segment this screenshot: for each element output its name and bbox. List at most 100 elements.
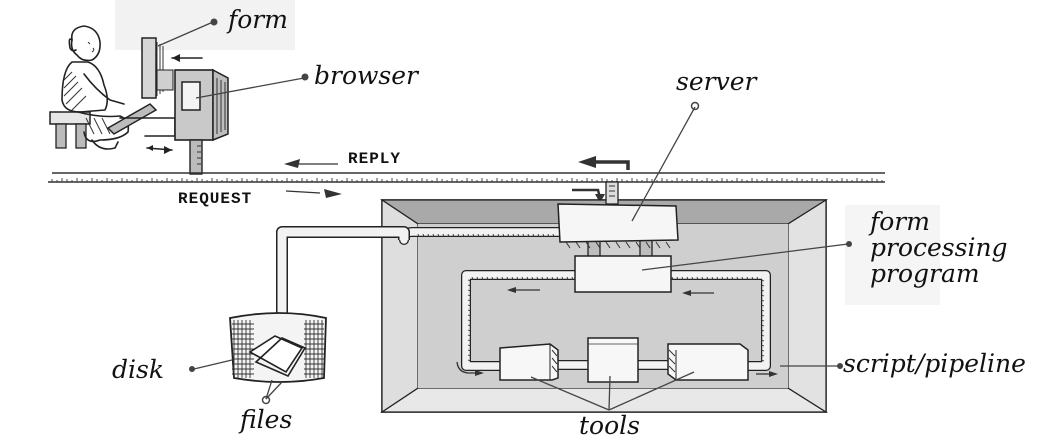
- disk-icon: [229, 312, 327, 383]
- flow-arrow-in-icon: [456, 361, 484, 376]
- pipe-tick: [760, 339, 765, 342]
- pipe-tick: [741, 276, 744, 281]
- pipe-tick: [527, 233, 530, 238]
- pipe-tick: [571, 276, 574, 281]
- leader-fpp: [641, 241, 852, 271]
- label-fpp-line2: processing: [870, 233, 1008, 262]
- pipe-tick: [760, 319, 765, 322]
- label-fpp-line1: form: [868, 207, 930, 236]
- pipe-tick: [491, 276, 494, 281]
- pipe-tick: [471, 276, 474, 281]
- pipe-tick: [760, 334, 765, 337]
- pipe-tick: [501, 276, 504, 281]
- network: [48, 172, 885, 183]
- pipe-tick: [497, 233, 500, 238]
- pipe-tick: [541, 276, 544, 281]
- pipe-tick: [552, 233, 555, 238]
- pipe-tick: [467, 354, 472, 357]
- pipe-tick: [512, 233, 515, 238]
- pipe-tick: [467, 309, 472, 312]
- pipe-tick: [481, 276, 484, 281]
- leader-browser: [195, 73, 309, 99]
- pipe-tick: [507, 233, 510, 238]
- pipe-tick: [467, 233, 470, 238]
- pipe-tick: [467, 359, 472, 362]
- leader-tools: [530, 371, 695, 411]
- pipe-tick: [482, 233, 485, 238]
- pipe-tick: [726, 276, 729, 281]
- server-reply-arrow-icon: [578, 156, 630, 170]
- pipe-tick: [760, 324, 765, 327]
- pipe-tick: [686, 276, 689, 281]
- leader-script-pipeline: [780, 363, 843, 369]
- pipe-tick: [542, 233, 545, 238]
- pipe-tick: [476, 276, 479, 281]
- pipe-tick: [751, 276, 754, 281]
- pipe-tick: [422, 233, 425, 238]
- label-disk: disk: [112, 355, 164, 384]
- pipe-tick: [506, 276, 509, 281]
- file-1-icon: [248, 335, 304, 374]
- pipe-tick: [671, 276, 674, 281]
- pipe-tick: [760, 284, 765, 287]
- monitor-icon: [141, 37, 174, 99]
- pipe-tick: [417, 233, 420, 238]
- leader-form: [157, 18, 218, 47]
- leader-disk: [189, 359, 233, 372]
- pipe-tick: [467, 279, 472, 282]
- tool-box-1-icon: [499, 343, 559, 381]
- pipe-tick: [462, 233, 465, 238]
- keyboard-icon: [106, 103, 158, 135]
- pipe-tick: [547, 233, 550, 238]
- request-arrow-icon: [285, 189, 342, 198]
- pipe-tick: [676, 276, 679, 281]
- person-icon: [61, 25, 130, 150]
- pipe-tick: [760, 309, 765, 312]
- pipe-tick: [760, 329, 765, 332]
- pipe-tick: [516, 276, 519, 281]
- pipe-tick: [467, 329, 472, 332]
- label-browser: browser: [314, 61, 420, 90]
- pipe-tick: [467, 349, 472, 352]
- input-arrow-icon: [146, 145, 173, 154]
- pipe-tick: [566, 276, 569, 281]
- pipe-tick: [701, 276, 704, 281]
- user-at-computer: [49, 25, 229, 175]
- pipe-tick: [731, 276, 734, 281]
- pipe-tick: [467, 334, 472, 337]
- form-arrow-icon: [171, 54, 203, 62]
- pipe-tick: [546, 276, 549, 281]
- leader-files: [261, 379, 283, 405]
- file-2-icon: [254, 337, 307, 378]
- pipe-tick: [517, 233, 520, 238]
- pipe-tick: [711, 276, 714, 281]
- pipe-tick: [696, 276, 699, 281]
- pipe-tick: [467, 339, 472, 342]
- pipe-tick: [432, 233, 435, 238]
- pipe-tick: [427, 233, 430, 238]
- stool-icon: [49, 111, 91, 149]
- server-request-arrow-icon: [572, 188, 605, 203]
- pipe-tick: [756, 276, 759, 281]
- label-form: form: [226, 5, 288, 34]
- pipe-tick: [532, 233, 535, 238]
- request-label: REQUEST: [178, 190, 252, 208]
- pipe-tick: [521, 276, 524, 281]
- pipe-tick: [496, 276, 499, 281]
- disk-pipe: [276, 226, 410, 318]
- pipe-tick: [486, 276, 489, 281]
- pipe-tick: [467, 324, 472, 327]
- label-script-pipeline: script/pipeline: [843, 349, 1026, 378]
- pipe-tick: [437, 233, 440, 238]
- pipe-tick: [760, 289, 765, 292]
- computer-box-icon: [174, 68, 229, 175]
- server-network-pipe: [605, 181, 619, 205]
- pipe-tick: [467, 289, 472, 292]
- pipe-tick: [467, 304, 472, 307]
- pipe-tick: [442, 233, 445, 238]
- pipe-tick: [467, 344, 472, 347]
- disk-grid: [232, 320, 324, 378]
- pipe-tick: [467, 314, 472, 317]
- pipe-tick: [681, 276, 684, 281]
